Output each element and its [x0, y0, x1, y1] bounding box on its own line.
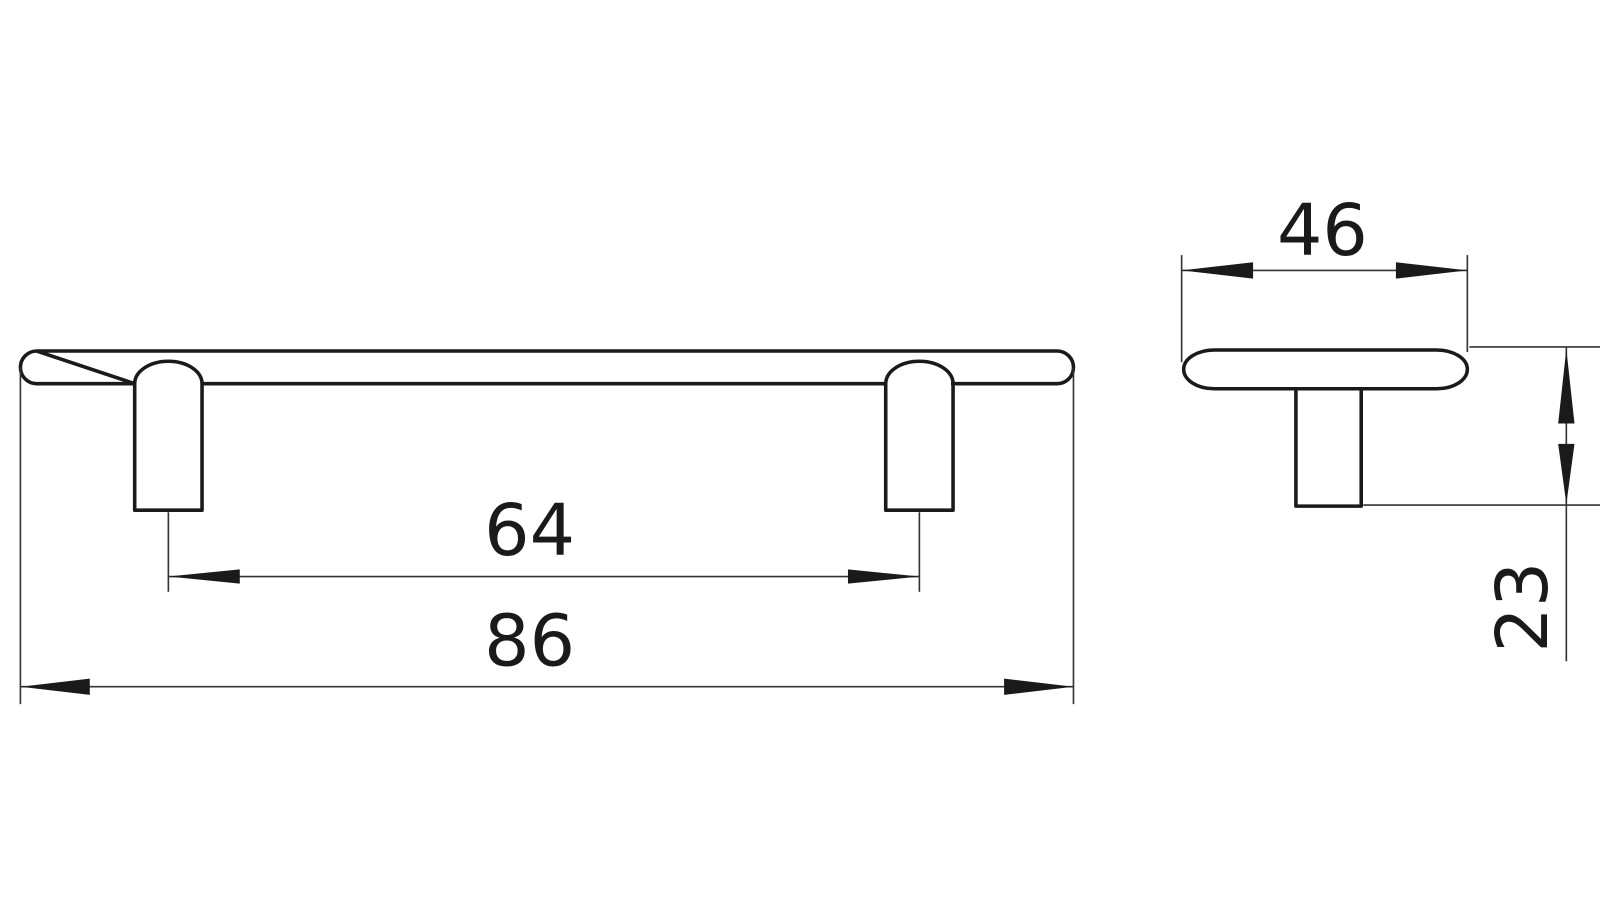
dimension-46: 46 [1180, 189, 1469, 363]
arrowhead [1395, 262, 1468, 279]
dimension-label-46: 46 [1277, 189, 1368, 272]
arrowhead [20, 678, 90, 695]
dimension-64: 64 [167, 489, 921, 592]
handle-side-view [1181, 348, 1470, 508]
arrowhead [1181, 262, 1254, 279]
side-post [1294, 389, 1364, 508]
arrowhead [847, 569, 920, 584]
left-post [132, 359, 204, 512]
right-post [883, 359, 955, 512]
arrowhead [1558, 443, 1575, 505]
dimension-label-23: 23 [1481, 562, 1564, 653]
handle-bar [18, 349, 1076, 386]
arrowhead [1558, 348, 1575, 424]
dimension-label-86: 86 [484, 599, 575, 682]
dimension-label-64: 64 [484, 489, 575, 572]
arrowhead [168, 569, 240, 584]
arrowhead [1004, 678, 1074, 695]
dimension-86: 86 [19, 367, 1075, 705]
dimension-23: 23 [1363, 346, 1600, 662]
handle-top-profile [1181, 348, 1470, 391]
handle-front-view [18, 349, 1076, 512]
